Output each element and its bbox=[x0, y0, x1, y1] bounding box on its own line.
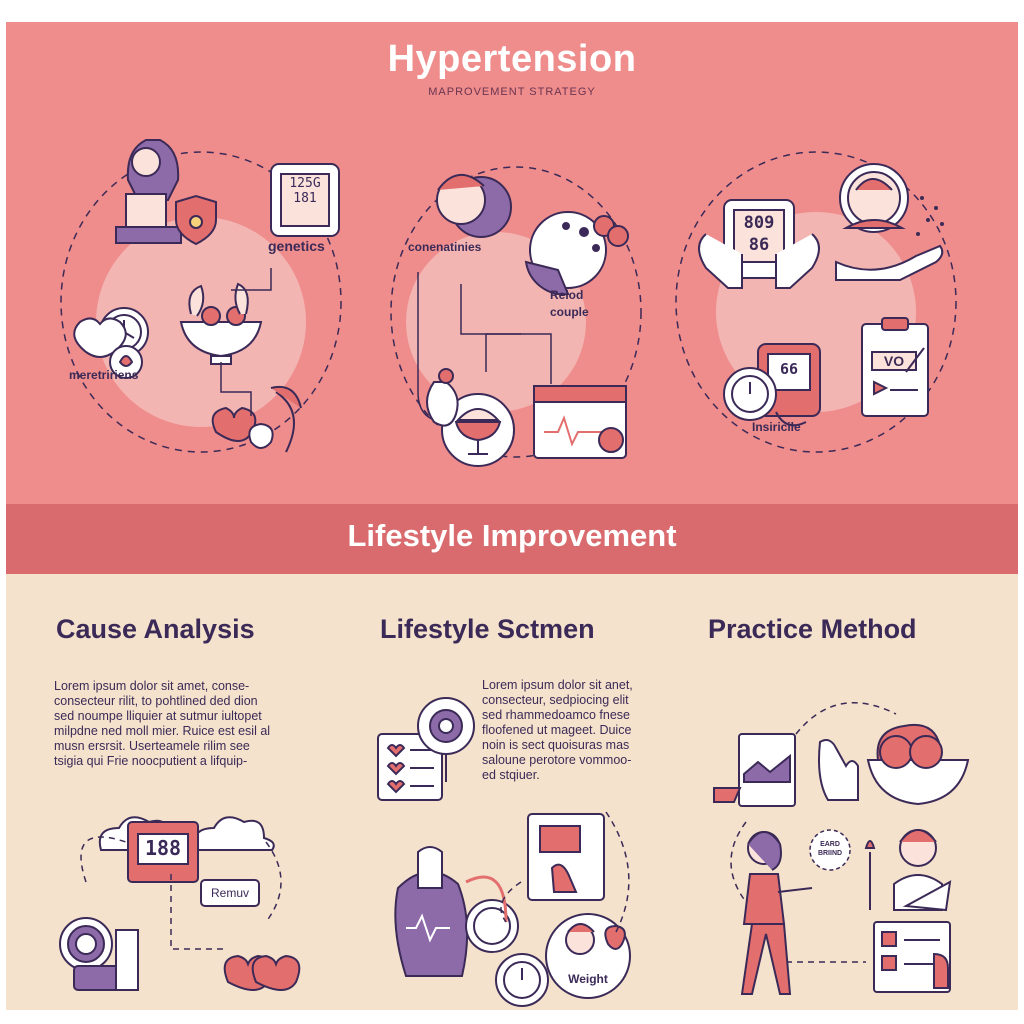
dessert-icon bbox=[441, 393, 515, 467]
tablet-line1: 809 bbox=[743, 213, 775, 233]
tag-remuv-icon bbox=[200, 879, 260, 907]
col1-dashed-arrow bbox=[170, 874, 226, 950]
hand-gesture-icon bbox=[818, 739, 859, 801]
col3-dashed-arrow-left bbox=[730, 821, 747, 903]
torso-ecg-icon bbox=[394, 846, 469, 977]
checklist-icon bbox=[873, 921, 951, 993]
cause-monitor-readout: 188 bbox=[144, 836, 182, 860]
checklist-hearts-icon bbox=[377, 733, 443, 801]
panel1-dashed-ring bbox=[60, 151, 342, 453]
col2-dashed-arrow-right bbox=[605, 811, 630, 933]
monitor-line2: 181 bbox=[293, 191, 317, 206]
plate-icon bbox=[524, 211, 629, 296]
apple-icon bbox=[73, 317, 143, 379]
panel2-top-label: conenatinies bbox=[408, 240, 482, 254]
cause-tag-label: Remuv bbox=[210, 886, 249, 900]
shield-icon bbox=[175, 194, 217, 246]
weight-badge-icon bbox=[545, 913, 631, 999]
lifestyle-sctmen-text: Lorem ipsum dolor sit anet, consecteur, … bbox=[482, 678, 633, 782]
page-title: Hypertension bbox=[387, 38, 637, 80]
col2-dashed-arrow bbox=[500, 881, 522, 923]
tablet-hands-icon bbox=[698, 199, 820, 289]
panel1-connector bbox=[231, 268, 272, 291]
top-illustrations bbox=[59, 139, 970, 1007]
panel1-monitor-readout: 125G 181 bbox=[280, 176, 330, 206]
fruit-bowl-icon bbox=[179, 282, 263, 365]
panel3-bottom-label: Insiricile bbox=[752, 420, 801, 434]
woman-walking-icon bbox=[740, 831, 813, 995]
person-hand-icon bbox=[835, 163, 944, 281]
landscape-card-icon bbox=[713, 733, 796, 807]
tablet-line2: 86 bbox=[748, 235, 770, 255]
scale-gauge-icon bbox=[59, 917, 139, 991]
apples-pair-icon bbox=[223, 954, 301, 991]
doctor-icon bbox=[115, 139, 182, 244]
col1-dashed-arrow-left bbox=[80, 836, 127, 883]
apples-group-icon bbox=[211, 386, 302, 453]
panel2-right-label-2: couple bbox=[550, 305, 589, 319]
monitor-line1: 125G bbox=[289, 176, 321, 191]
col3-dashed-arrow-top bbox=[795, 702, 897, 735]
cause-analysis-text: Lorem ipsum dolor sit amet, conse- conse… bbox=[54, 679, 271, 768]
card-circle-icon bbox=[809, 829, 851, 871]
pear-icon bbox=[426, 368, 459, 427]
meat-bowl-icon bbox=[866, 724, 970, 806]
lifestyle-band bbox=[6, 504, 1018, 574]
panel3-meter-readout: 66 bbox=[779, 360, 799, 378]
gauge-meter-icon bbox=[723, 343, 821, 427]
panel3-dashed-ring bbox=[675, 151, 957, 453]
man-laptop-icon bbox=[893, 829, 952, 912]
stopwatch-icon bbox=[417, 697, 475, 782]
card-circle-text: EARD BRIIND bbox=[810, 840, 850, 858]
panel3-clipboard-text: VO bbox=[883, 353, 905, 369]
panel2-connector-mid bbox=[485, 333, 521, 372]
torch-icon bbox=[864, 840, 876, 910]
panel2-right-label-1: Relod bbox=[550, 288, 584, 302]
panel3-tablet-readout: 809 86 bbox=[734, 212, 784, 256]
card-line1: EARD bbox=[820, 841, 840, 848]
card-line2: BRIIND bbox=[817, 850, 843, 857]
col1-dashed-arrow-right bbox=[265, 841, 282, 923]
lifestyle-sctmen-title: Lifestyle Sctmen bbox=[380, 614, 595, 644]
weight-badge-label: Weight bbox=[568, 972, 608, 986]
bp-display-icon bbox=[127, 821, 199, 883]
heart-chart-icon bbox=[533, 385, 627, 459]
panel1-connector-2 bbox=[220, 362, 252, 416]
clipboard-icon bbox=[861, 317, 929, 417]
panel1-left-label: meretririens bbox=[69, 368, 139, 382]
sparkle-icon bbox=[916, 196, 944, 236]
clock-pair-icon bbox=[465, 875, 549, 1007]
cause-analysis-title: Cause Analysis bbox=[56, 614, 255, 644]
bp-monitor-icon bbox=[270, 163, 340, 237]
infographic: Hypertension MAPROVEMENT STRATEGY bbox=[6, 22, 1018, 1010]
device-hand-icon bbox=[527, 813, 605, 901]
panel2-dashed-ring bbox=[390, 166, 642, 458]
practice-method-title: Practice Method bbox=[708, 614, 917, 644]
woman-profile-icon bbox=[436, 174, 512, 238]
page-subtitle: MAPROVEMENT STRATEGY bbox=[428, 86, 596, 98]
lifestyle-band-title: Lifestyle Improvement bbox=[347, 518, 677, 553]
panel1-genetics-label: genetics bbox=[268, 238, 325, 254]
